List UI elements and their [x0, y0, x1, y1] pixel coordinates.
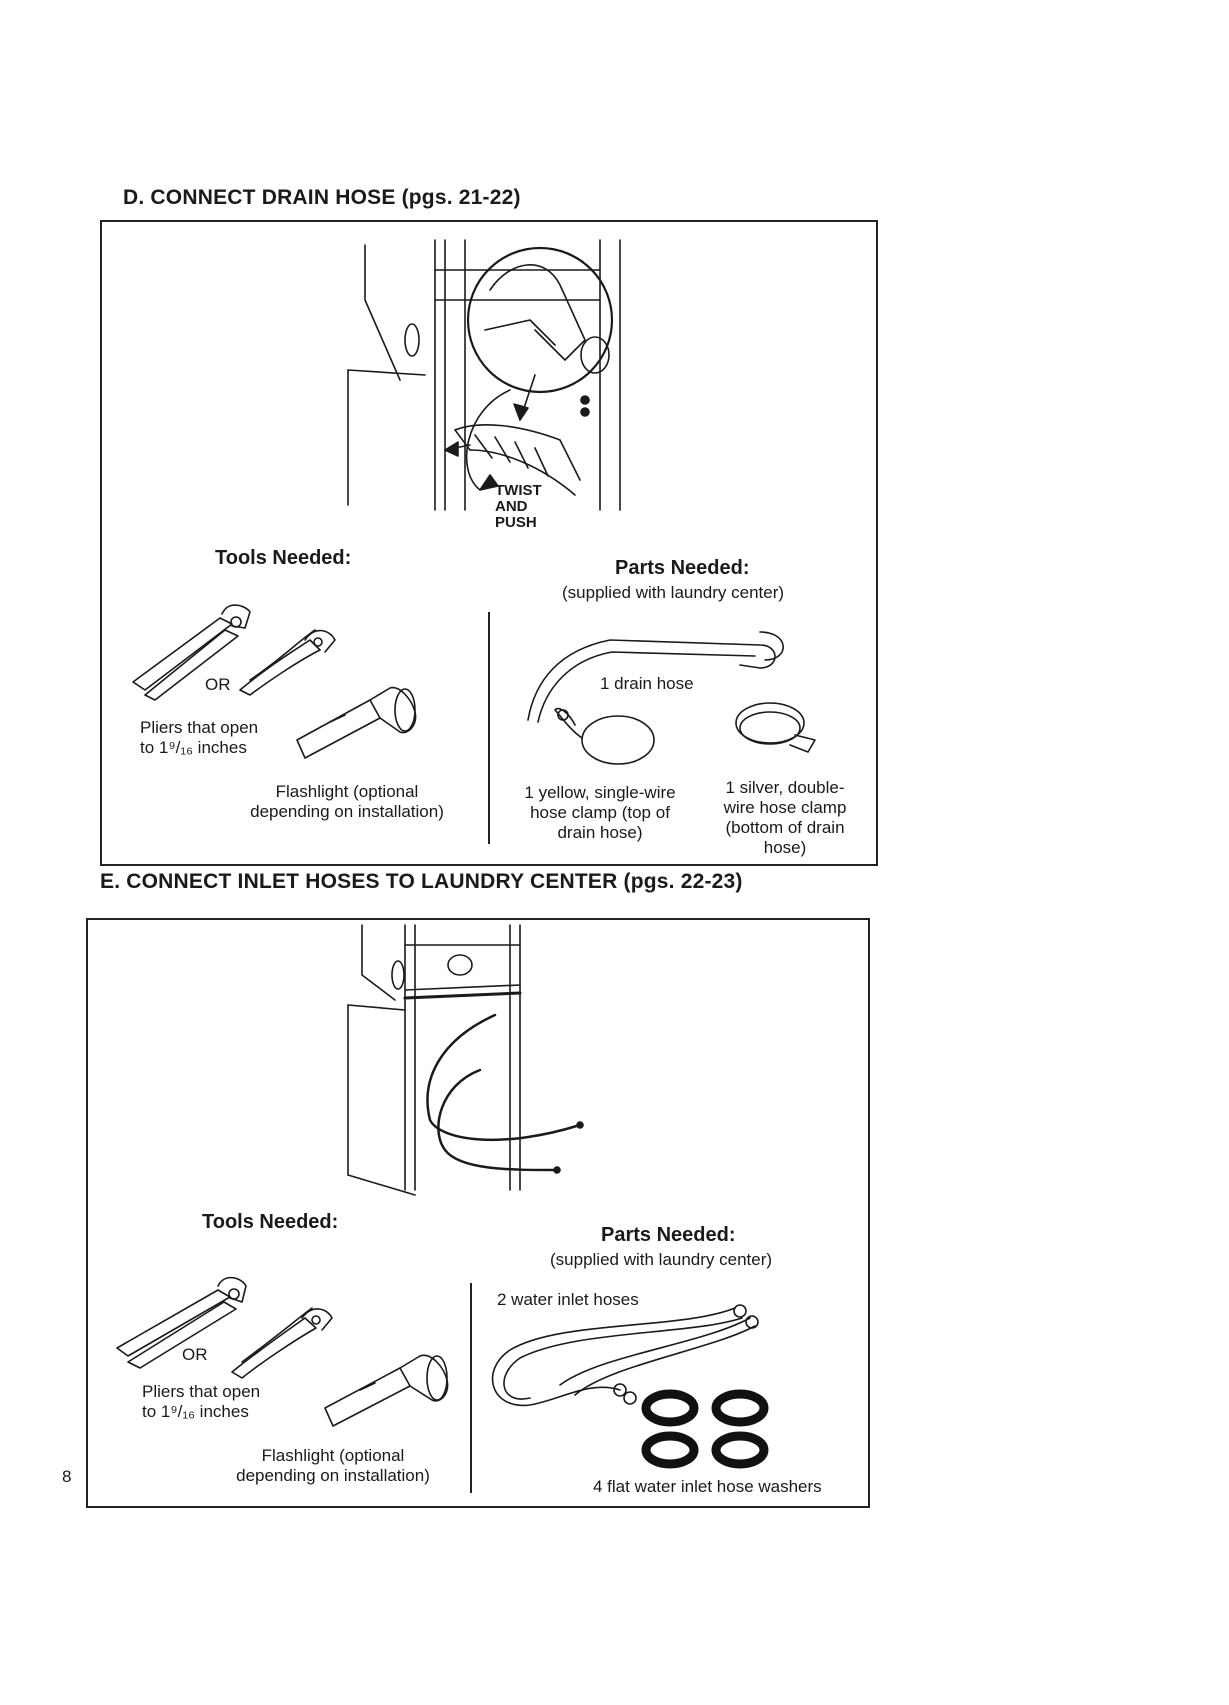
washers-label: 4 flat water inlet hose washers	[593, 1477, 822, 1496]
section-d-flashlight-caption: Flashlight (optional depending on instal…	[250, 782, 444, 821]
section-d-parts-subheading: (supplied with laundry center)	[562, 583, 785, 602]
section-e-parts-heading: Parts Needed:	[601, 1224, 736, 1246]
section-e-box	[86, 918, 870, 1508]
page-number: 8	[62, 1467, 72, 1486]
twist-and-push-callout: TWIST AND PUSH	[495, 482, 542, 531]
section-d-title: D. CONNECT DRAIN HOSE (pgs. 21-22)	[123, 186, 521, 209]
section-d-pliers-caption: Pliers that open to 1⁹/₁₆ inches	[140, 718, 259, 757]
section-e-title: E. CONNECT INLET HOSES TO LAUNDRY CENTER…	[100, 870, 743, 893]
section-d-divider	[488, 612, 490, 844]
silver-clamp-label: 1 silver, double- wire hose clamp (botto…	[723, 778, 847, 857]
section-e-flashlight-caption: Flashlight (optional depending on instal…	[236, 1446, 430, 1485]
drain-hose-label: 1 drain hose	[600, 674, 694, 693]
section-d-or-label: OR	[205, 675, 231, 694]
section-d-tools-heading: Tools Needed:	[215, 547, 352, 569]
section-e-tools-heading: Tools Needed:	[202, 1211, 339, 1233]
inlet-hoses-label: 2 water inlet hoses	[497, 1290, 639, 1309]
section-e-parts-subheading: (supplied with laundry center)	[550, 1250, 773, 1269]
section-d-box	[100, 220, 878, 866]
section-e-pliers-caption: Pliers that open to 1⁹/₁₆ inches	[142, 1382, 261, 1421]
yellow-clamp-label: 1 yellow, single-wire hose clamp (top of…	[524, 783, 676, 842]
section-e-or-label: OR	[182, 1345, 208, 1364]
section-d-parts-heading: Parts Needed:	[615, 557, 750, 579]
section-e-divider	[470, 1283, 472, 1493]
